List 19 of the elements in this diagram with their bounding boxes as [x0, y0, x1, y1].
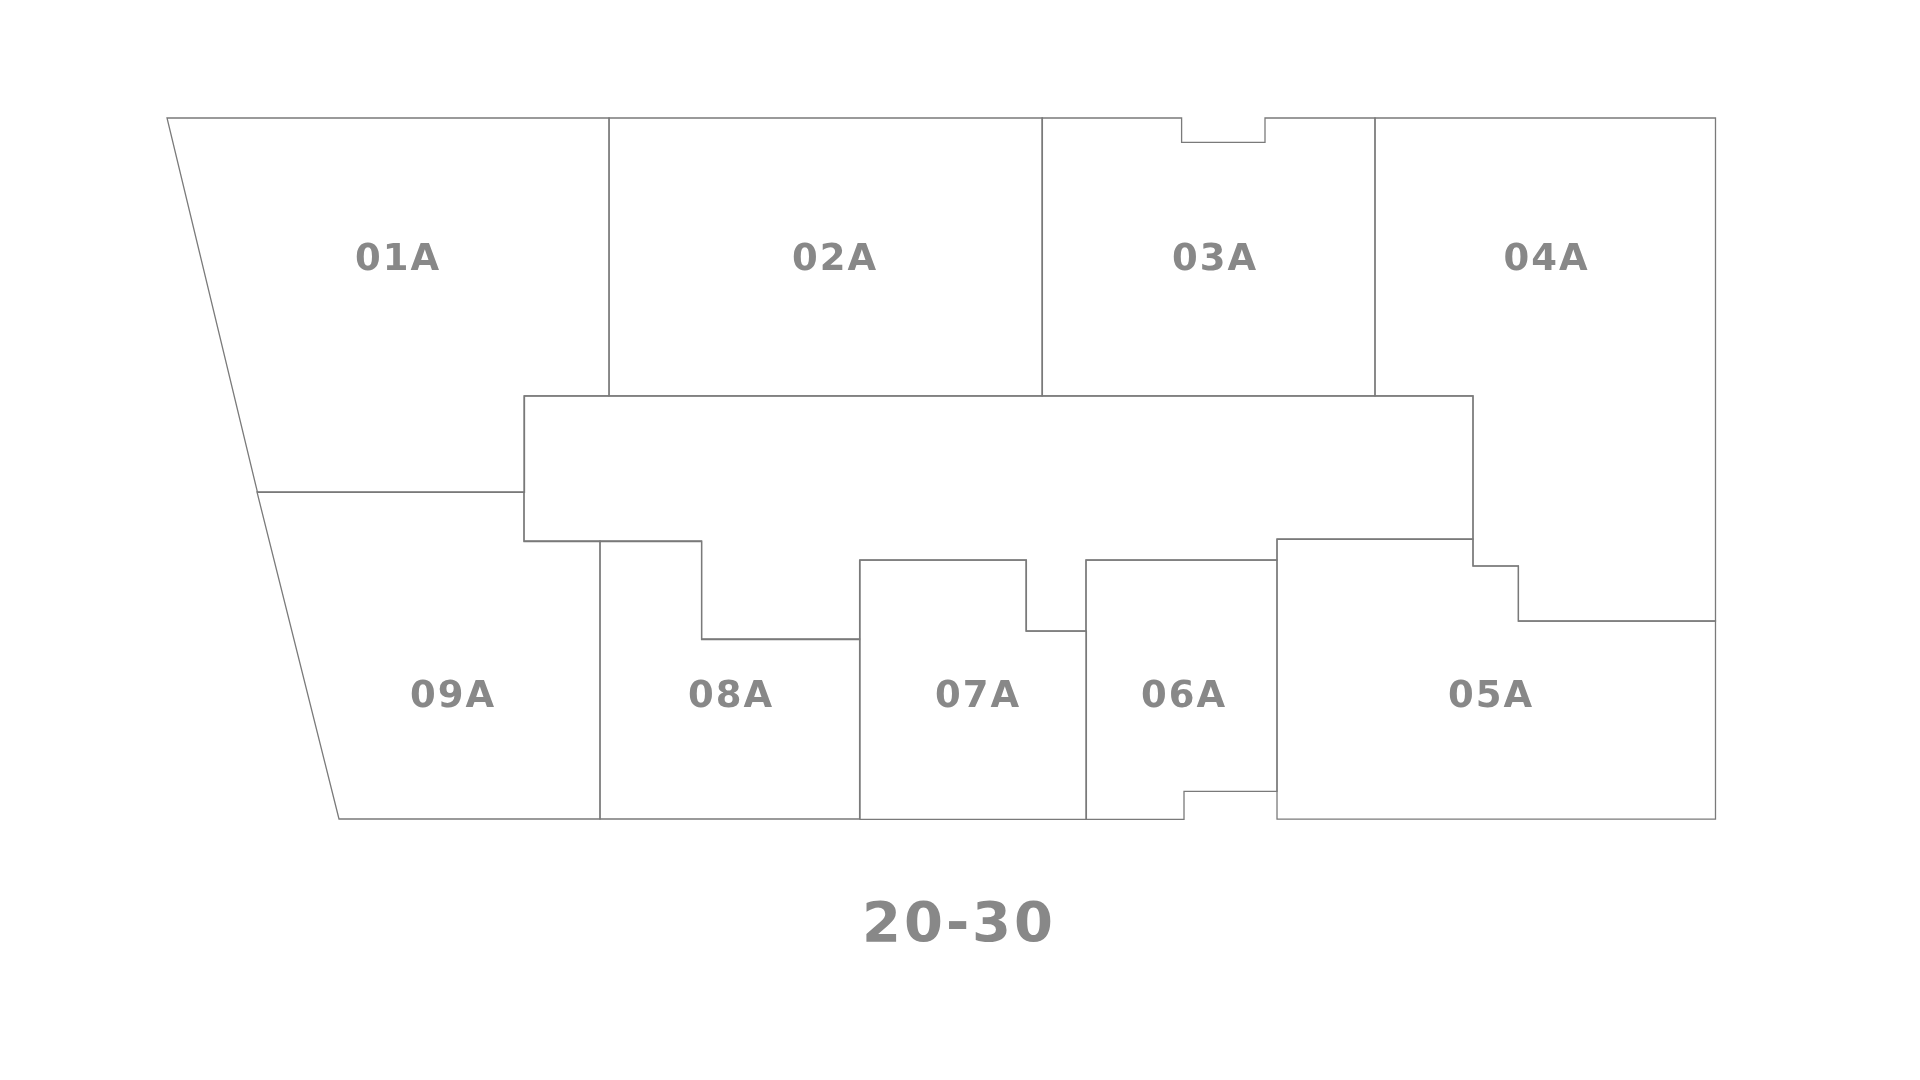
unit-outline — [608, 117, 1042, 396]
unit-number: 07A — [934, 672, 1022, 716]
unit-number: 03A — [1171, 235, 1259, 279]
unit-number: 02A — [791, 235, 879, 279]
unit-number: 09A — [409, 672, 497, 716]
unit-outline — [600, 541, 860, 819]
unit-number: 05A — [1447, 672, 1535, 716]
unit-number: 01A — [354, 235, 442, 279]
unit-outline — [1042, 117, 1375, 396]
unit-outline — [859, 559, 1086, 819]
unit-outline — [1277, 538, 1716, 819]
unit-outline — [166, 117, 609, 492]
unit-number: 06A — [1140, 672, 1228, 716]
unit-outline — [257, 492, 600, 819]
unit-outline — [1086, 559, 1277, 819]
unit-outline — [1375, 117, 1716, 621]
floor-range-title: 20-30 — [861, 888, 1057, 954]
unit-number: 08A — [687, 672, 775, 716]
unit-number: 04A — [1503, 235, 1590, 279]
